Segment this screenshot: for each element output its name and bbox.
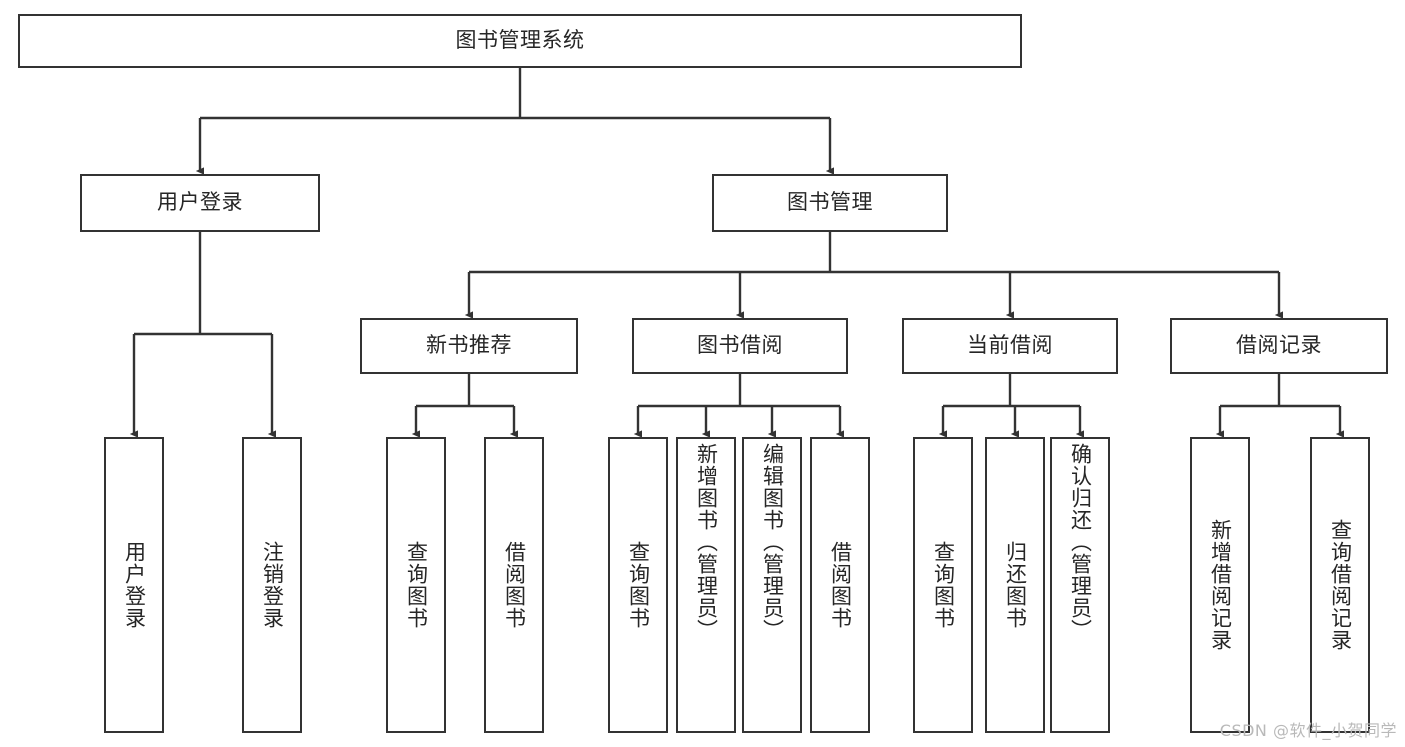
node-label: 归还图书 [1003,541,1028,629]
node-label: 借阅记录 [1236,333,1322,358]
node-label: 注销登录 [260,541,285,629]
node-label: 新增图书（管理员） [694,443,719,641]
node-leaf-br-query: 查询借阅记录 [1310,437,1370,733]
node-user-login: 用户登录 [80,174,320,232]
node-label: 当前借阅 [967,333,1053,358]
node-leaf-cb-confirm: 确认归还（管理员） [1050,437,1110,733]
node-label: 编辑图书（管理员） [760,443,785,641]
node-label: 新书推荐 [426,333,512,358]
node-leaf-user-login: 用户登录 [104,437,164,733]
node-label: 查询借阅记录 [1328,519,1353,651]
node-root: 图书管理系统 [18,14,1022,68]
node-book-manage: 图书管理 [712,174,948,232]
node-leaf-bb-edit: 编辑图书（管理员） [742,437,802,733]
node-label: 图书管理系统 [455,28,585,53]
node-current-borrow: 当前借阅 [902,318,1118,374]
node-label: 用户登录 [157,190,243,215]
node-label: 借阅图书 [828,541,853,629]
node-leaf-user-logout: 注销登录 [242,437,302,733]
node-leaf-br-add: 新增借阅记录 [1190,437,1250,733]
node-label: 借阅图书 [502,541,527,629]
node-label: 新增借阅记录 [1208,519,1233,651]
node-book-borrow: 图书借阅 [632,318,848,374]
node-label: 查询图书 [931,541,956,629]
node-leaf-bb-borrow: 借阅图书 [810,437,870,733]
node-leaf-bb-query: 查询图书 [608,437,668,733]
node-label: 图书管理 [787,190,873,215]
node-leaf-rec-borrow: 借阅图书 [484,437,544,733]
node-leaf-bb-add: 新增图书（管理员） [676,437,736,733]
node-new-book-rec: 新书推荐 [360,318,578,374]
node-leaf-rec-query: 查询图书 [386,437,446,733]
node-label: 图书借阅 [697,333,783,358]
node-borrow-record: 借阅记录 [1170,318,1388,374]
node-leaf-cb-return: 归还图书 [985,437,1045,733]
node-label: 用户登录 [122,541,147,629]
node-leaf-cb-query: 查询图书 [913,437,973,733]
node-label: 确认归还（管理员） [1068,443,1093,641]
node-label: 查询图书 [404,541,429,629]
node-label: 查询图书 [626,541,651,629]
watermark-credit: CSDN @软件_小贺同学 [1219,721,1397,740]
